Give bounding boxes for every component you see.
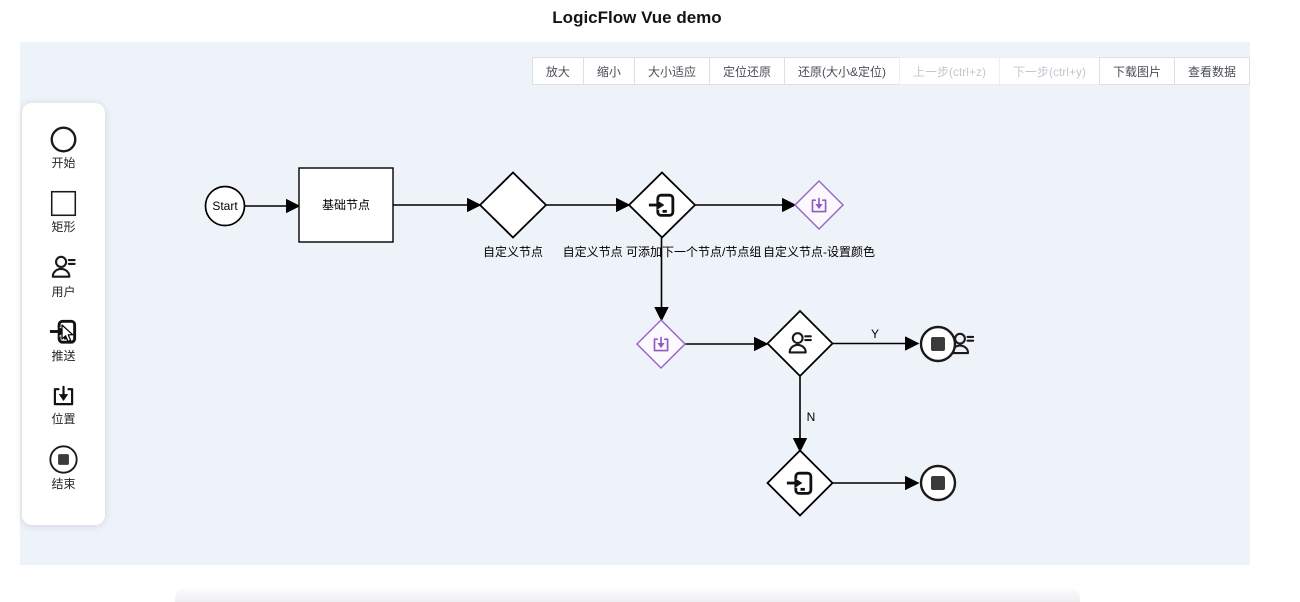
- reset-size-position-button[interactable]: 还原(大小&定位): [783, 57, 900, 85]
- palette-item-end[interactable]: 结束: [22, 435, 105, 499]
- node-custom-color-1-label: 自定义节点-设置颜色: [763, 244, 875, 259]
- page-title: LogicFlow Vue demo: [552, 8, 722, 27]
- node-end-2[interactable]: [919, 464, 957, 502]
- palette-item-label: 用户: [51, 285, 76, 299]
- node-custom-color-2[interactable]: [635, 318, 687, 370]
- user-icon: [51, 255, 76, 278]
- node-base-rect[interactable]: 基础节点: [298, 167, 394, 243]
- fit-size-button[interactable]: 大小适应: [633, 57, 710, 85]
- node-custom-user-2[interactable]: [766, 309, 834, 378]
- node-end-1[interactable]: [919, 325, 957, 363]
- node-custom-user-1-label: 自定义节点: [483, 244, 543, 259]
- palette-item-label: 推送: [51, 349, 76, 363]
- edge-label-yes: Y: [871, 327, 879, 341]
- redo-button[interactable]: 下一步(ctrl+y): [998, 57, 1100, 85]
- end-icon: [919, 325, 957, 363]
- palette-item-location[interactable]: 位置: [22, 371, 105, 435]
- bottom-panel-edge: [175, 588, 1080, 602]
- node-start[interactable]: Start: [204, 185, 246, 227]
- mouse-cursor-icon: [61, 324, 74, 343]
- node-custom-push-1[interactable]: [627, 171, 697, 239]
- node-base-rect-label: 基础节点: [322, 198, 370, 212]
- download-tray-icon: [53, 385, 74, 406]
- node-custom-push-2[interactable]: [766, 449, 834, 517]
- palette-item-label: 结束: [51, 477, 76, 491]
- undo-button[interactable]: 上一步(ctrl+z): [898, 57, 1000, 85]
- palette-item-start[interactable]: 开始: [22, 115, 105, 179]
- node-custom-user-1[interactable]: [478, 171, 975, 355]
- node-custom-color-1[interactable]: [793, 179, 845, 231]
- reset-position-button[interactable]: 定位还原: [708, 57, 785, 85]
- node-start-label: Start: [212, 199, 238, 213]
- toolbar: 放大 缩小 大小适应 定位还原 还原(大小&定位) 上一步(ctrl+z) 下一…: [531, 57, 1250, 85]
- palette-item-label: 矩形: [51, 220, 76, 234]
- palette-item-user[interactable]: 用户: [22, 243, 105, 307]
- palette-item-label: 开始: [51, 156, 76, 170]
- download-image-button[interactable]: 下载图片: [1098, 57, 1175, 85]
- palette-item-rect[interactable]: 矩形: [22, 179, 105, 243]
- zoom-in-button[interactable]: 放大: [531, 57, 584, 85]
- palette-item-label: 位置: [51, 412, 76, 426]
- end-icon: [49, 445, 78, 474]
- edge-label-no: N: [807, 410, 816, 424]
- circle-icon: [50, 126, 77, 153]
- view-data-button[interactable]: 查看数据: [1173, 57, 1250, 85]
- palette-item-push[interactable]: 推送: [22, 307, 105, 371]
- flow-diagram: Y N Start 基础节点 自定义节点 自定义节点 可添加下一个节点/节点组: [204, 167, 975, 517]
- rectangle-icon: [50, 190, 77, 217]
- end-icon: [919, 464, 957, 502]
- node-custom-push-1-label: 自定义节点 可添加下一个节点/节点组: [563, 244, 762, 259]
- zoom-out-button[interactable]: 缩小: [582, 57, 635, 85]
- flow-canvas[interactable]: 放大 缩小 大小适应 定位还原 还原(大小&定位) 上一步(ctrl+z) 下一…: [20, 42, 1250, 565]
- node-palette: 开始 矩形 用户 推送 位置 结束: [22, 103, 105, 525]
